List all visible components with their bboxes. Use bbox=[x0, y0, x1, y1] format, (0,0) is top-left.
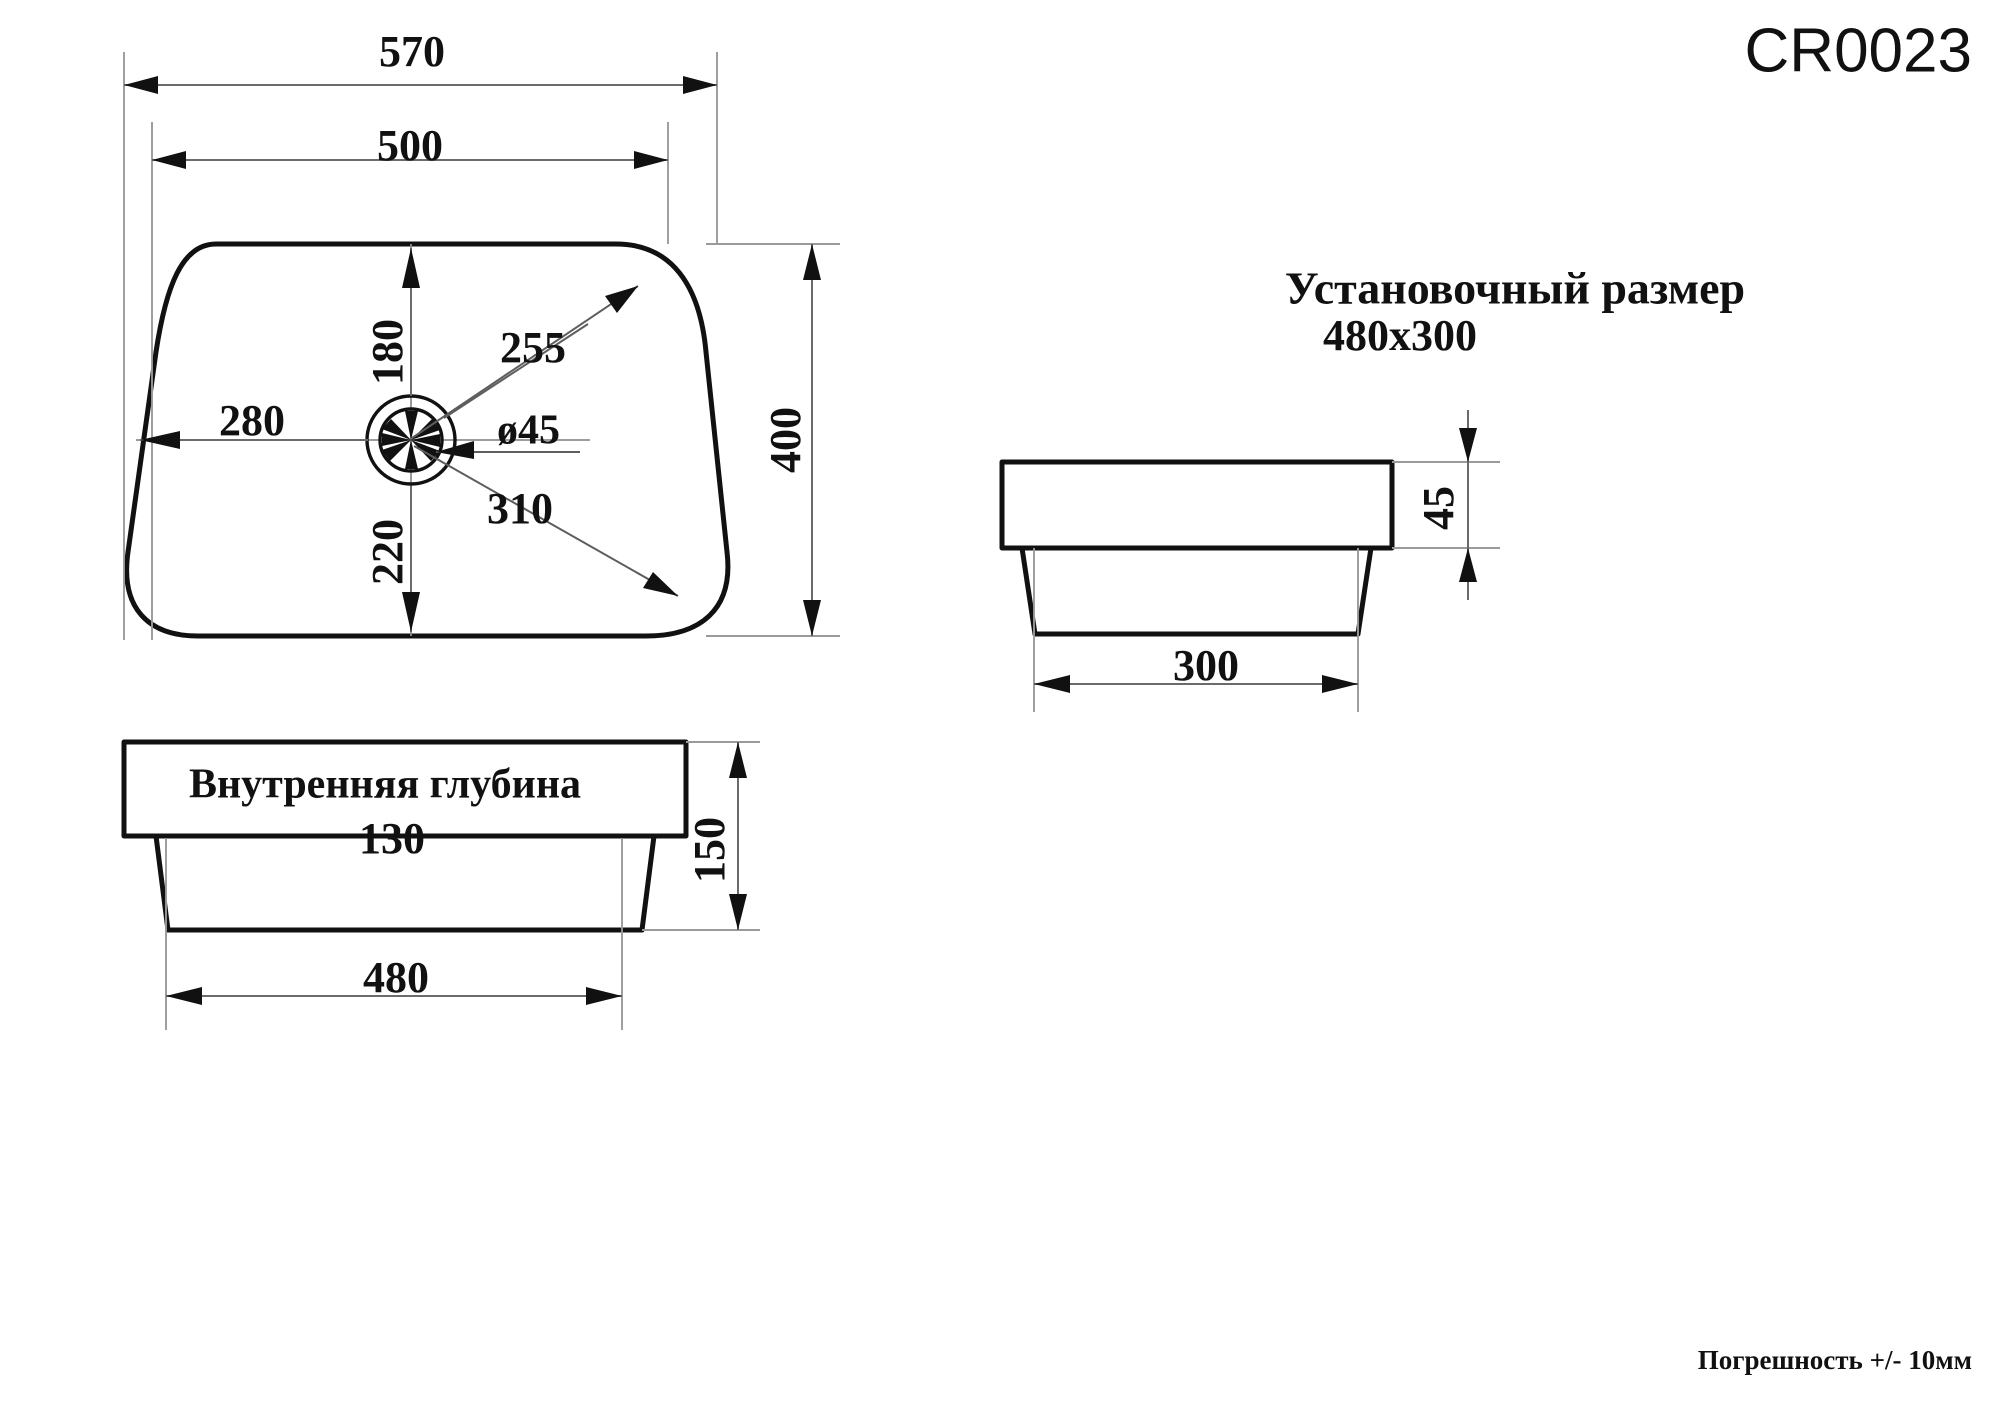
install-note-size: 480x300 bbox=[1323, 311, 1477, 360]
drain-assembly bbox=[365, 394, 457, 486]
dim-220-arrow-down bbox=[402, 592, 420, 632]
inner-depth-value: 130 bbox=[359, 814, 425, 863]
install-note-title: Установочный размер bbox=[1285, 263, 1745, 314]
product-code-title: CR0023 bbox=[1745, 16, 1972, 85]
install-note-block: Установочный размер 480x300 bbox=[1285, 263, 1745, 361]
dim-label-310: 310 bbox=[487, 484, 553, 533]
dim-255-arrow bbox=[605, 286, 638, 313]
dim-label-480: 480 bbox=[363, 953, 429, 1002]
dim-label-255: 255 bbox=[500, 323, 566, 372]
dim-570-arrow-right bbox=[683, 76, 717, 94]
dim-300-arrow-right bbox=[1322, 675, 1358, 693]
dim-500-arrow-left bbox=[152, 151, 186, 169]
top-view-group: 570 500 400 180 220 280 255 bbox=[123, 27, 840, 640]
dim-500-arrow-right bbox=[634, 151, 668, 169]
dim-label-300: 300 bbox=[1173, 641, 1239, 690]
dim-310-arrow bbox=[643, 572, 678, 596]
dim-label-150: 150 bbox=[685, 817, 734, 883]
tolerance-note: Погрешность +/- 10мм bbox=[1698, 1345, 1972, 1375]
dim-label-400: 400 bbox=[761, 407, 810, 473]
front-section-group: Внутренняя глубина 130 150 480 bbox=[121, 739, 760, 1030]
dim-150-arrow-top bbox=[729, 742, 747, 778]
dim-310-diagonal bbox=[413, 445, 679, 597]
dim-label-500: 500 bbox=[377, 121, 443, 170]
dim-d45-arrow bbox=[436, 441, 474, 459]
basin-top-outline bbox=[124, 241, 731, 639]
dim-150-arrow-bottom bbox=[729, 894, 747, 930]
dim-255-diagonal bbox=[411, 285, 639, 439]
dim-45-arrow-top bbox=[1459, 428, 1477, 462]
dim-280-arrow-left bbox=[140, 431, 180, 449]
dim-label-45: 45 bbox=[1414, 486, 1463, 530]
dim-label-180: 180 bbox=[363, 319, 412, 385]
dim-480-arrow-left bbox=[166, 987, 202, 1005]
dim-400-arrow-top bbox=[803, 244, 821, 280]
dim-label-220: 220 bbox=[363, 519, 412, 585]
dim-label-280: 280 bbox=[219, 396, 285, 445]
front-rim-band bbox=[121, 739, 689, 839]
dim-480-arrow-right bbox=[586, 987, 622, 1005]
side-view-group: 45 300 bbox=[999, 410, 1500, 712]
dim-label-570: 570 bbox=[379, 27, 445, 76]
side-rim-slab bbox=[999, 459, 1395, 551]
dim-300-arrow-left bbox=[1034, 675, 1070, 693]
drain-grate-spokes bbox=[382, 411, 440, 469]
drain-inner-circle bbox=[378, 407, 444, 473]
inner-depth-title: Внутренняя глубина bbox=[189, 762, 581, 808]
dim-label-d45: ø45 bbox=[497, 408, 560, 454]
dim-45-arrow-bottom bbox=[1459, 548, 1477, 582]
dim-180-arrow-up bbox=[402, 248, 420, 288]
dim-400-arrow-bottom bbox=[803, 600, 821, 636]
dim-255-leader bbox=[443, 323, 589, 419]
side-bowl-body bbox=[1019, 545, 1374, 637]
dim-570-arrow-left bbox=[124, 76, 158, 94]
